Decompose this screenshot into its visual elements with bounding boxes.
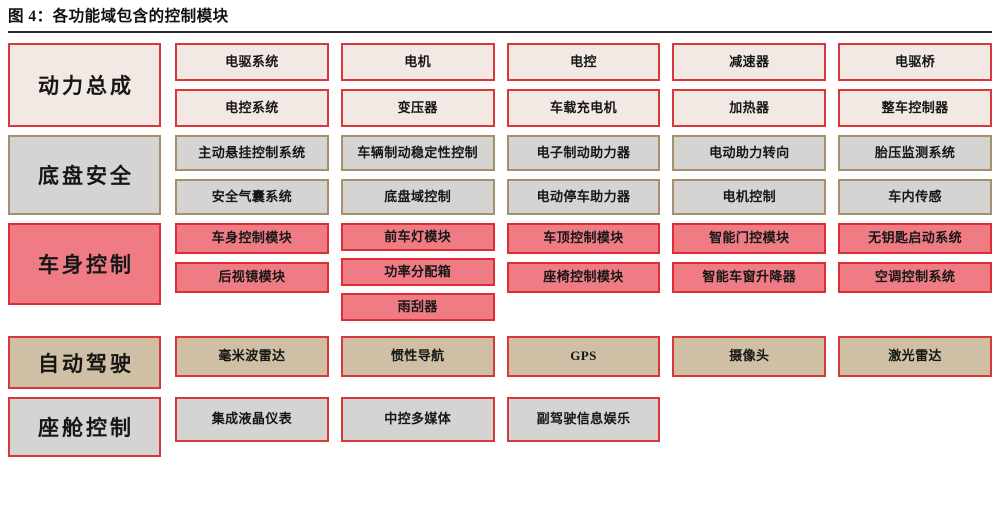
module-box[interactable]: 底盘域控制 bbox=[340, 179, 495, 215]
module-column: 主动悬挂控制系统 安全气囊系统 bbox=[175, 135, 329, 215]
module-column: 集成液晶仪表 bbox=[175, 397, 329, 442]
module-box[interactable]: 电子制动助力器 bbox=[506, 135, 661, 171]
module-box[interactable]: 电控 bbox=[506, 43, 661, 81]
module-column: 胎压监测系统 车内传感 bbox=[838, 135, 992, 215]
module-box[interactable]: 安全气囊系统 bbox=[175, 179, 329, 215]
domain-label-powertrain[interactable]: 动力总成 bbox=[8, 43, 161, 127]
module-box[interactable]: 座椅控制模块 bbox=[506, 262, 661, 293]
module-box[interactable]: 减速器 bbox=[672, 43, 827, 81]
module-box[interactable]: 中控多媒体 bbox=[340, 397, 495, 442]
module-column: 减速器 加热器 bbox=[672, 43, 827, 127]
module-column: 电机 变压器 bbox=[340, 43, 495, 127]
module-column: 电驱桥 整车控制器 bbox=[838, 43, 992, 127]
module-columns-cabin: 集成液晶仪表 中控多媒体 副驾驶信息娱乐 bbox=[175, 397, 992, 442]
domain-module-chart: 动力总成 电驱系统 电控系统 电机 变压器 电控 车载充电机 减速器 加热器 bbox=[8, 43, 992, 465]
module-column: 无钥匙启动系统 空调控制系统 bbox=[838, 223, 992, 328]
domain-label-cabin[interactable]: 座舱控制 bbox=[8, 397, 161, 457]
module-box[interactable]: 激光雷达 bbox=[838, 336, 992, 377]
module-box[interactable]: 智能车窗升降器 bbox=[672, 262, 827, 293]
domain-row-cabin: 座舱控制 集成液晶仪表 中控多媒体 副驾驶信息娱乐 bbox=[8, 397, 992, 457]
module-column: 惯性导航 bbox=[340, 336, 495, 377]
module-column: 摄像头 bbox=[672, 336, 827, 377]
module-box[interactable]: 电控系统 bbox=[175, 89, 329, 127]
domain-label-chassis[interactable]: 底盘安全 bbox=[8, 135, 161, 215]
module-column: 电驱系统 电控系统 bbox=[175, 43, 329, 127]
module-box[interactable]: 摄像头 bbox=[672, 336, 827, 377]
module-box[interactable]: 电机控制 bbox=[672, 179, 827, 215]
module-box[interactable]: 前车灯模块 bbox=[340, 223, 495, 251]
module-column: 电控 车载充电机 bbox=[506, 43, 661, 127]
domain-row-autonomous: 自动驾驶 毫米波雷达 惯性导航 GPS 摄像头 激光雷达 bbox=[8, 336, 992, 389]
module-box[interactable]: 整车控制器 bbox=[838, 89, 992, 127]
module-box[interactable]: 智能门控模块 bbox=[672, 223, 827, 254]
module-box[interactable]: 主动悬挂控制系统 bbox=[175, 135, 329, 171]
domain-row-powertrain: 动力总成 电驱系统 电控系统 电机 变压器 电控 车载充电机 减速器 加热器 bbox=[8, 43, 992, 127]
module-box[interactable]: 雨刮器 bbox=[340, 293, 495, 321]
module-box[interactable]: 变压器 bbox=[340, 89, 495, 127]
module-box[interactable]: 集成液晶仪表 bbox=[175, 397, 329, 442]
domain-label-autonomous[interactable]: 自动驾驶 bbox=[8, 336, 161, 389]
module-box[interactable]: 后视镜模块 bbox=[175, 262, 329, 293]
module-box[interactable]: 毫米波雷达 bbox=[175, 336, 329, 377]
module-box[interactable]: 功率分配箱 bbox=[340, 258, 495, 286]
domain-row-body: 车身控制 车身控制模块 后视镜模块 前车灯模块 功率分配箱 雨刮器 车顶控制模块… bbox=[8, 223, 992, 328]
module-box[interactable]: 胎压监测系统 bbox=[838, 135, 992, 171]
module-column: 副驾驶信息娱乐 bbox=[506, 397, 661, 442]
module-box[interactable]: GPS bbox=[506, 336, 661, 377]
module-column: 智能门控模块 智能车窗升降器 bbox=[672, 223, 827, 328]
module-box[interactable]: 惯性导航 bbox=[340, 336, 495, 377]
module-box[interactable]: 电动助力转向 bbox=[672, 135, 827, 171]
domain-row-chassis: 底盘安全 主动悬挂控制系统 安全气囊系统 车辆制动稳定性控制 底盘域控制 电子制… bbox=[8, 135, 992, 215]
module-box[interactable]: 车辆制动稳定性控制 bbox=[340, 135, 495, 171]
module-box[interactable]: 车身控制模块 bbox=[175, 223, 329, 254]
module-column: 前车灯模块 功率分配箱 雨刮器 bbox=[340, 223, 495, 328]
module-box[interactable]: 电驱系统 bbox=[175, 43, 329, 81]
module-box[interactable]: 电机 bbox=[340, 43, 495, 81]
figure-title: 图 4：各功能域包含的控制模块 bbox=[8, 8, 229, 25]
module-box[interactable]: 加热器 bbox=[672, 89, 827, 127]
module-column: 电动助力转向 电机控制 bbox=[672, 135, 827, 215]
domain-label-body[interactable]: 车身控制 bbox=[8, 223, 161, 305]
module-box[interactable]: 电动停车助力器 bbox=[506, 179, 661, 215]
module-column: 中控多媒体 bbox=[340, 397, 495, 442]
module-columns-chassis: 主动悬挂控制系统 安全气囊系统 车辆制动稳定性控制 底盘域控制 电子制动助力器 … bbox=[175, 135, 992, 215]
module-box[interactable]: 车内传感 bbox=[838, 179, 992, 215]
module-column: 毫米波雷达 bbox=[175, 336, 329, 377]
module-box[interactable]: 车载充电机 bbox=[506, 89, 661, 127]
module-column: 车身控制模块 后视镜模块 bbox=[175, 223, 329, 328]
module-column: 车顶控制模块 座椅控制模块 bbox=[506, 223, 661, 328]
module-box[interactable]: 副驾驶信息娱乐 bbox=[506, 397, 661, 442]
title-divider bbox=[8, 31, 992, 33]
module-column: 电子制动助力器 电动停车助力器 bbox=[506, 135, 661, 215]
module-columns-body: 车身控制模块 后视镜模块 前车灯模块 功率分配箱 雨刮器 车顶控制模块 座椅控制… bbox=[175, 223, 992, 328]
module-column: 激光雷达 bbox=[838, 336, 992, 377]
module-box[interactable]: 空调控制系统 bbox=[838, 262, 992, 293]
module-box[interactable]: 车顶控制模块 bbox=[506, 223, 661, 254]
module-box[interactable]: 无钥匙启动系统 bbox=[838, 223, 992, 254]
module-box[interactable]: 电驱桥 bbox=[838, 43, 992, 81]
module-columns-autonomous: 毫米波雷达 惯性导航 GPS 摄像头 激光雷达 bbox=[175, 336, 992, 377]
module-column: 车辆制动稳定性控制 底盘域控制 bbox=[340, 135, 495, 215]
module-columns-powertrain: 电驱系统 电控系统 电机 变压器 电控 车载充电机 减速器 加热器 电驱桥 bbox=[175, 43, 992, 127]
module-column: GPS bbox=[506, 336, 661, 377]
